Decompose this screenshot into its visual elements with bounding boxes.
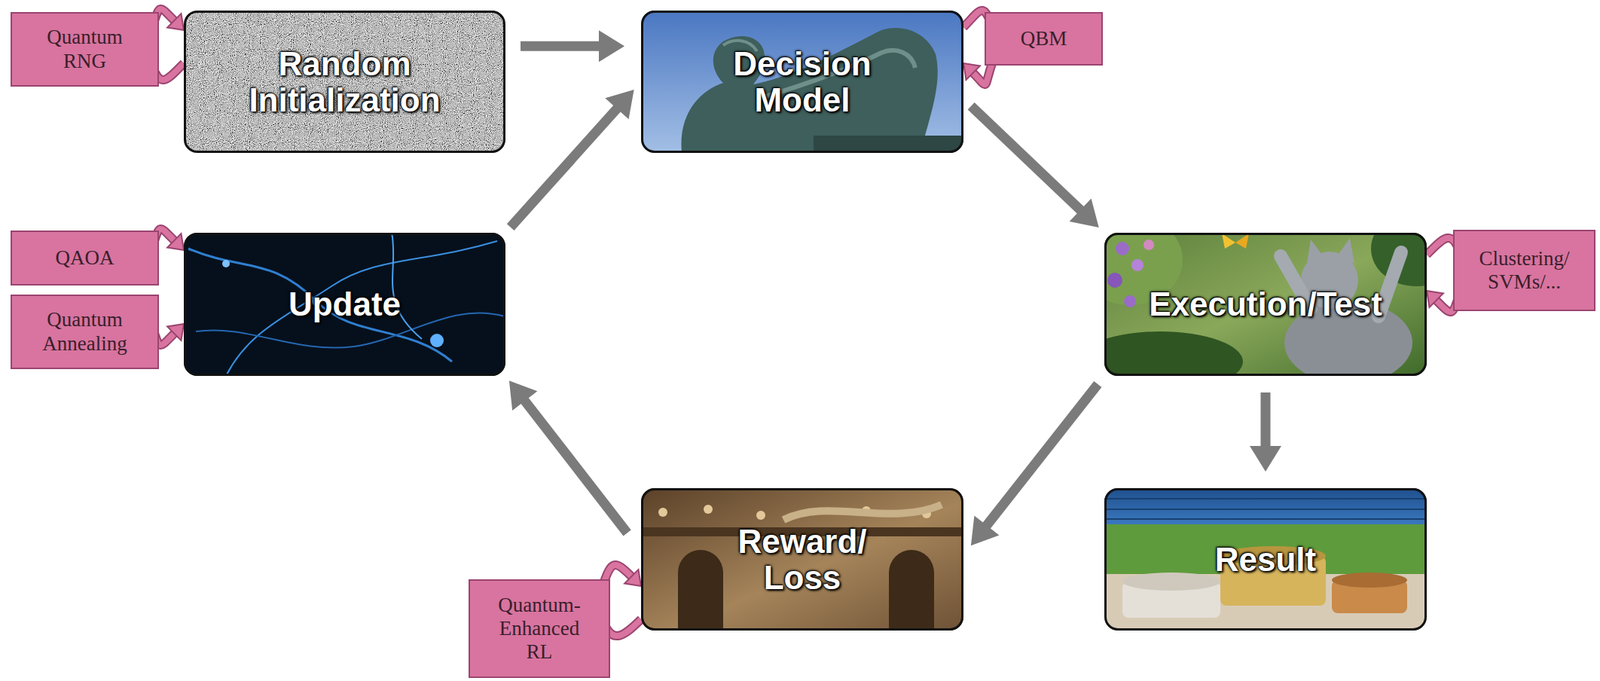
cat-garden-image: [1104, 232, 1427, 376]
thinker-image: [641, 10, 964, 153]
stage-label: Decision Model: [711, 45, 893, 118]
stage-box: Result: [1104, 488, 1427, 631]
flower: [1123, 295, 1136, 308]
stage-label: Random Initialization: [201, 45, 489, 118]
arrow-shaft: [520, 41, 601, 52]
arch: [677, 549, 724, 631]
flow-arrow: [970, 384, 1098, 546]
quantum-method-tag: Clustering/ SVMs/...: [1453, 229, 1596, 312]
stage-box: Execution/Test: [1104, 232, 1427, 376]
pedestal: [813, 135, 964, 153]
loop-head: [167, 233, 184, 251]
loop-head: [963, 63, 981, 80]
loop-head: [167, 323, 184, 341]
arena-painting: [641, 488, 964, 631]
arch: [888, 549, 935, 631]
stage-box: Update: [183, 232, 506, 376]
stage-label: Reward/ Loss: [719, 523, 886, 596]
loop-head: [167, 13, 184, 31]
stage-label: Result: [1215, 541, 1317, 578]
bowl-rim: [1122, 572, 1221, 591]
stands: [1104, 488, 1427, 525]
bowls-image: [1104, 488, 1427, 631]
quantum-method-tag: QAOA: [10, 230, 159, 286]
spectator: [658, 507, 668, 517]
flower: [1115, 241, 1130, 256]
quantum-method-tag: Quantum- Enhanced RL: [468, 579, 611, 678]
arrow-shaft: [510, 107, 619, 228]
quantum-method-tag: Quantum Annealing: [10, 294, 159, 370]
flower: [1107, 272, 1123, 288]
quantum-method-tag: Quantum RNG: [10, 12, 159, 87]
arrow-shaft: [1261, 392, 1271, 448]
statue: [680, 27, 938, 153]
night: [183, 232, 506, 376]
noise-image: [183, 10, 506, 153]
spectator: [756, 510, 766, 520]
arrow-shaft: [524, 400, 628, 534]
loop-head: [1426, 290, 1444, 308]
arrow-head: [1249, 445, 1282, 472]
butterfly: [1235, 233, 1249, 249]
sky: [641, 10, 964, 153]
arrow-head: [970, 516, 1000, 547]
butterfly: [1221, 233, 1236, 249]
flow-arrow: [520, 30, 625, 62]
neuron-fiber: [188, 248, 452, 362]
flower: [1131, 259, 1144, 272]
flower: [1143, 239, 1155, 251]
flow-arrow: [509, 380, 628, 533]
flow-arrow: [970, 106, 1100, 228]
neuron-cell: [222, 259, 230, 268]
stand-rows: [1104, 498, 1427, 520]
flow-arrow: [510, 89, 635, 228]
flow-arrow: [1249, 392, 1282, 472]
arrow-head: [598, 30, 625, 62]
method-label: Quantum- Enhanced RL: [490, 593, 589, 664]
quantum-method-tag: QBM: [984, 12, 1103, 66]
arrow-head: [1069, 198, 1100, 228]
cat-ear: [1337, 238, 1355, 264]
stage-box: Decision Model: [641, 10, 964, 153]
method-label: Quantum Annealing: [28, 308, 142, 355]
stage-label: Execution/Test: [1148, 286, 1383, 323]
neuron-cell: [430, 333, 444, 348]
method-label: QAOA: [55, 246, 115, 270]
arrow-head: [509, 380, 538, 411]
stage-box: Reward/ Loss: [641, 488, 964, 631]
stage-box: Random Initialization: [183, 10, 506, 153]
method-label: Clustering/ SVMs/...: [1468, 247, 1582, 294]
arrow-shaft: [986, 384, 1099, 527]
stage-label: Update: [288, 286, 401, 323]
method-label: Quantum RNG: [36, 25, 135, 73]
neuron-image: [183, 232, 506, 376]
arrow-shaft: [970, 106, 1081, 211]
spectator: [703, 504, 713, 514]
painting: [641, 488, 964, 631]
arrow-head: [604, 89, 634, 120]
neuron-fiber: [225, 241, 498, 376]
loop-head: [624, 569, 642, 587]
method-label: QBM: [1020, 27, 1068, 51]
bowl-rim: [1331, 572, 1408, 588]
cat-ear: [1306, 239, 1325, 264]
bush: [1104, 331, 1243, 376]
drapery: [783, 504, 942, 520]
noise-fill: [183, 10, 506, 153]
